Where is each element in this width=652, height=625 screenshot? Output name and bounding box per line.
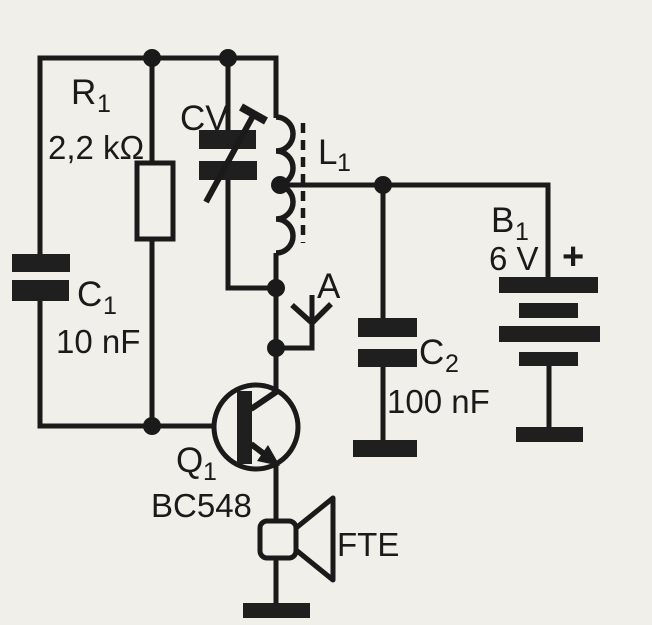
q1-part-label: BC548 <box>151 487 252 524</box>
l1-ref-label: L <box>318 133 337 172</box>
wire-tap-to-battery <box>280 182 551 279</box>
c2-value-label: 100 nF <box>387 383 490 420</box>
cv-adjust-arrow-head <box>239 103 268 125</box>
r1-value-label: 2,2 kΩ <box>48 129 144 166</box>
transistor-q1: Q 1 BC548 <box>151 382 301 524</box>
ground-battery <box>516 427 583 442</box>
junction-c2-tap <box>374 176 392 194</box>
c1-ref-label: C <box>77 275 102 314</box>
c1-plate-bottom <box>12 280 69 301</box>
c2-ref-label: C <box>419 333 444 372</box>
battery-b1: B 1 6 V + <box>489 201 600 366</box>
antenna: A <box>276 267 341 351</box>
junction-base <box>143 417 161 435</box>
q1-ref-label: Q <box>176 441 203 480</box>
battery-plate-long-2 <box>499 326 600 342</box>
l1-ref-sub: 1 <box>337 149 351 177</box>
c1-plate-top <box>12 254 70 272</box>
antenna-label: A <box>317 267 341 306</box>
b1-ref-label: B <box>491 201 514 240</box>
resistor-body <box>134 160 176 242</box>
b1-value-label: 6 V <box>489 240 539 277</box>
wire-cv-bottom <box>225 179 276 291</box>
c2-plate-top <box>358 318 417 337</box>
variable-capacitor-cv: CV <box>180 99 268 204</box>
battery-plate-short-1 <box>519 303 578 318</box>
transistor-collector-lead <box>249 387 281 412</box>
b1-polarity-label: + <box>562 236 584 278</box>
q1-ref-sub: 1 <box>203 458 217 486</box>
capacitor-c1: C 1 10 nF <box>12 254 140 360</box>
resistor-r1: R 1 2,2 kΩ <box>48 73 176 242</box>
b1-ref-sub: 1 <box>515 218 529 246</box>
cv-plate-bottom <box>199 161 257 180</box>
ground-c2 <box>353 440 417 457</box>
c2-plate-bottom <box>358 349 417 367</box>
junction-coil-bottom <box>267 279 285 297</box>
cv-ref-label: CV <box>180 99 229 138</box>
r1-ref-sub: 1 <box>97 90 111 118</box>
antenna-arms <box>290 302 333 327</box>
junction-coil-tap <box>271 176 289 194</box>
transistor-body <box>211 382 301 472</box>
c2-ref-sub: 2 <box>445 350 459 378</box>
inductor-l1: L 1 <box>275 114 351 256</box>
speaker-fte: FTE <box>257 495 399 583</box>
r1-ref-label: R <box>71 73 96 112</box>
wire-base-rail <box>37 300 240 429</box>
battery-plate-long-1 <box>499 277 598 293</box>
cv-adjust-arrow <box>203 112 257 204</box>
transistor-emitter-arrow <box>257 445 280 466</box>
junction-antenna <box>267 339 285 357</box>
speaker-driver <box>257 518 299 561</box>
junction-top-r1 <box>143 49 161 67</box>
ground-speaker <box>243 603 310 618</box>
speaker-horn <box>293 495 336 583</box>
antenna-stem <box>276 295 315 351</box>
transistor-base-bar <box>237 391 252 464</box>
battery-plate-short-2 <box>519 352 578 366</box>
junction-top-cv <box>219 49 237 67</box>
fte-label: FTE <box>337 526 399 563</box>
c1-value-label: 10 nF <box>56 323 140 360</box>
capacitor-c2: C 2 100 nF <box>358 318 490 420</box>
c1-ref-sub: 1 <box>103 292 117 320</box>
